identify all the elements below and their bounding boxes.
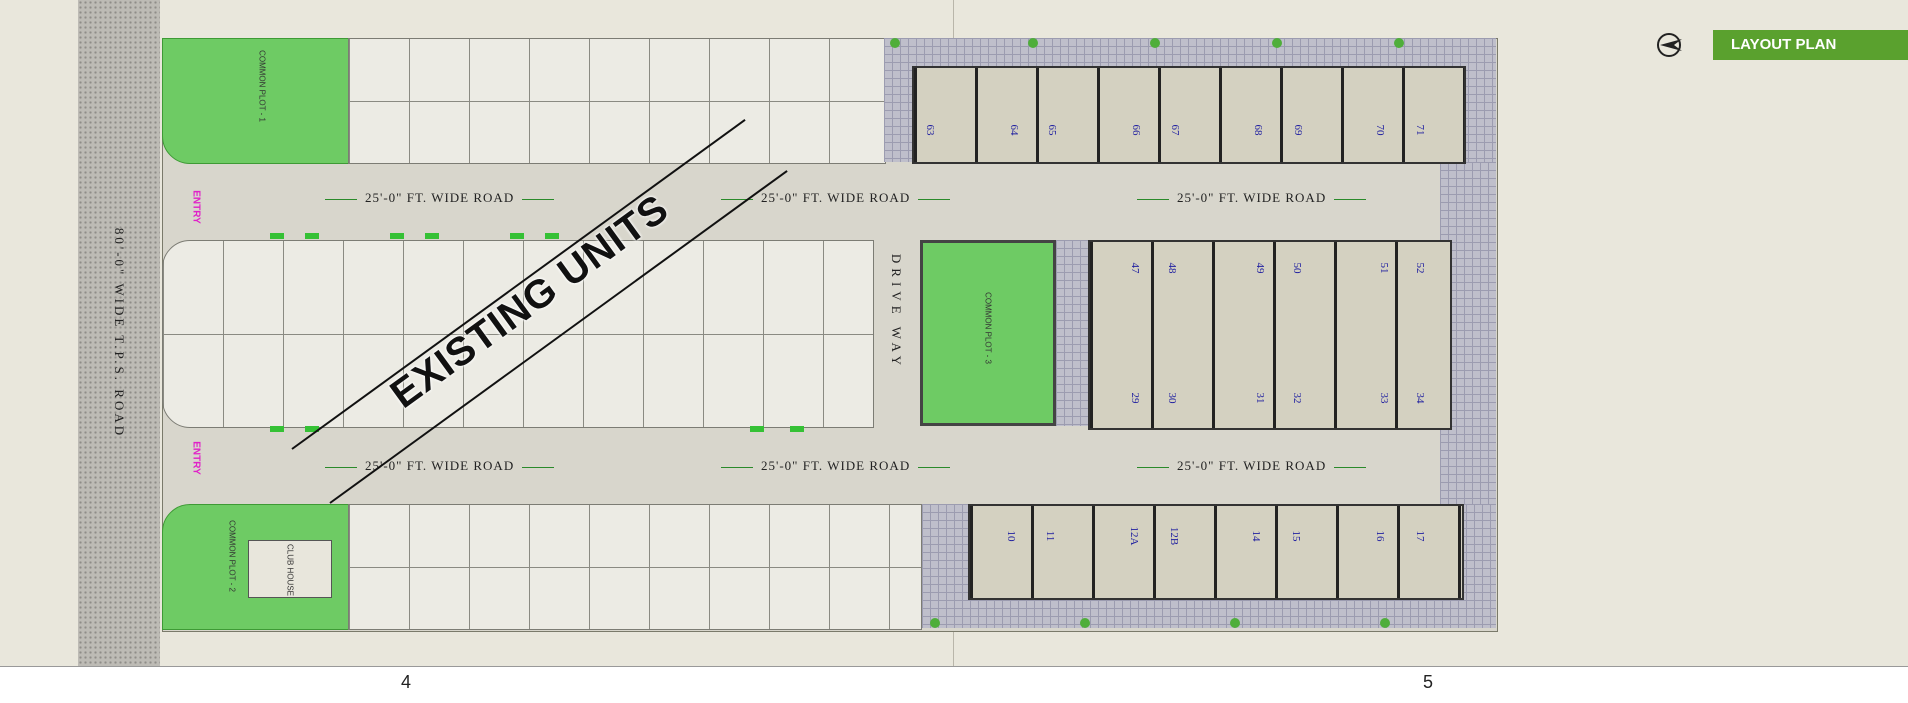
unit-number: 15 (1290, 530, 1302, 542)
drive-way-label: DRIVE WAY (889, 253, 904, 371)
unit-number: 12B (1168, 526, 1180, 546)
new-units-row-bottom (968, 504, 1464, 600)
tree-icon (1028, 38, 1038, 48)
balcony-green (425, 233, 439, 239)
road-label-top-3: 25'-0" FT. WIDE ROAD (1129, 190, 1374, 206)
unit-number: 50 (1291, 262, 1303, 274)
balcony-green (545, 233, 559, 239)
common-plot-3-label: COMMON PLOT - 3 (983, 292, 993, 364)
unit-number: 64 (1008, 124, 1020, 136)
unit-number: 12A (1128, 526, 1140, 546)
entry-label-bottom: ENTRY (190, 441, 202, 475)
unit-number: 49 (1254, 262, 1266, 274)
unit-number: 70 (1374, 124, 1386, 136)
common-plot-3 (920, 240, 1056, 426)
balcony-green (270, 233, 284, 239)
layout-plan-title: LAYOUT PLAN (1713, 30, 1908, 60)
unit-number: 65 (1046, 124, 1058, 136)
new-units-block-middle (1088, 240, 1452, 430)
tps-road-label: 80'-0" WIDE T.P.S. ROAD (112, 227, 127, 439)
tree-icon (890, 38, 900, 48)
club-house (248, 540, 332, 598)
balcony-green (270, 426, 284, 432)
balcony-green (510, 233, 524, 239)
unit-number: 69 (1292, 124, 1304, 136)
road-label-bottom-2: 25'-0" FT. WIDE ROAD (713, 458, 958, 474)
unit-number: 66 (1130, 124, 1142, 136)
road-label-bottom-1: 25'-0" FT. WIDE ROAD (317, 458, 562, 474)
road-label-bottom-3: 25'-0" FT. WIDE ROAD (1129, 458, 1374, 474)
unit-number: 11 (1044, 530, 1056, 542)
unit-number: 68 (1252, 124, 1264, 136)
unit-number: 47 (1129, 262, 1141, 274)
existing-units-row-top (348, 38, 886, 164)
unit-number: 71 (1414, 124, 1426, 136)
unit-number: 52 (1414, 262, 1426, 274)
road-label-top-2: 25'-0" FT. WIDE ROAD (713, 190, 958, 206)
common-plot-1-label: COMMON PLOT - 1 (257, 50, 267, 122)
tree-icon (1230, 618, 1240, 628)
unit-number: 30 (1166, 392, 1178, 404)
tps-road (78, 0, 160, 666)
unit-number: 51 (1378, 262, 1390, 274)
unit-number: 34 (1414, 392, 1426, 404)
unit-number: 16 (1374, 530, 1386, 542)
balcony-green (790, 426, 804, 432)
unit-number: 67 (1169, 124, 1181, 136)
common-plot-2-label: COMMON PLOT - 2 (227, 520, 237, 592)
balcony-green (750, 426, 764, 432)
balcony-green (305, 233, 319, 239)
tree-icon (1394, 38, 1404, 48)
unit-number: 29 (1129, 392, 1141, 404)
new-units-row-top (912, 66, 1466, 164)
unit-number: 10 (1005, 530, 1017, 542)
unit-number: 14 (1250, 530, 1262, 542)
page-number-left: 4 (401, 672, 412, 692)
tree-icon (1380, 618, 1390, 628)
unit-number: 32 (1291, 392, 1303, 404)
balcony-green (305, 426, 319, 432)
tree-icon (930, 618, 940, 628)
north-arrow-icon (1657, 33, 1682, 57)
tree-icon (1272, 38, 1282, 48)
paving-side (1440, 162, 1496, 504)
tree-icon (1080, 618, 1090, 628)
tree-icon (1150, 38, 1160, 48)
existing-units-row-bottom (348, 504, 922, 630)
page-footer (0, 666, 1908, 703)
entry-label-top: ENTRY (190, 190, 202, 224)
club-house-label: CLUB HOUSE (285, 543, 295, 597)
unit-number: 33 (1378, 392, 1390, 404)
unit-number: 17 (1414, 530, 1426, 542)
road-label-top-1: 25'-0" FT. WIDE ROAD (317, 190, 562, 206)
balcony-green (390, 233, 404, 239)
unit-number: 31 (1254, 392, 1266, 404)
page-number-right: 5 (1423, 672, 1434, 692)
unit-number: 48 (1166, 262, 1178, 274)
existing-units-block-middle (162, 240, 874, 428)
common-plot-1 (162, 38, 350, 164)
unit-number: 63 (924, 124, 936, 136)
